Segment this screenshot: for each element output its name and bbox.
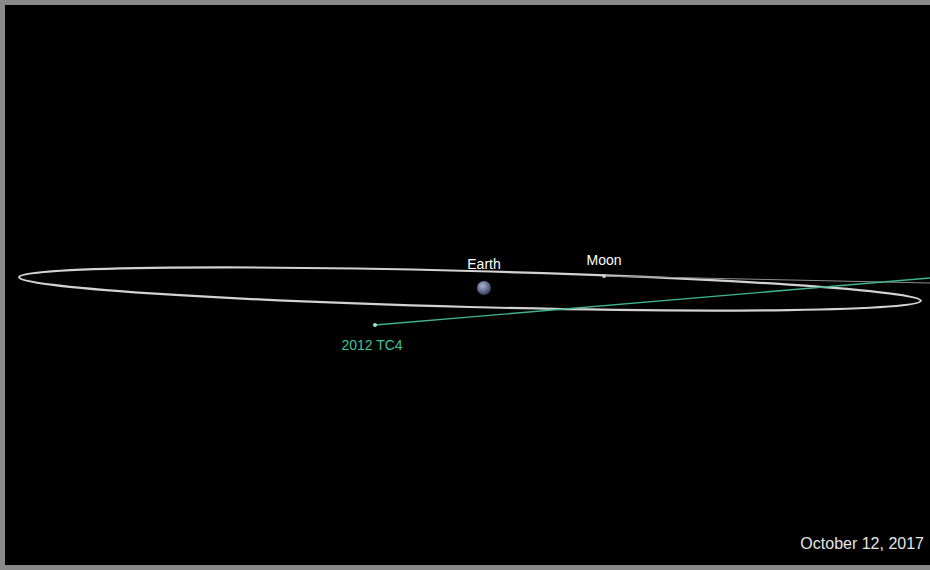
earth-globe [477, 281, 491, 295]
frame-border [3, 3, 930, 568]
moon-dot [602, 274, 606, 278]
asteroid-label: 2012 TC4 [341, 338, 402, 353]
body-label: Moon [586, 253, 621, 268]
date-label: October 12, 2017 [800, 535, 924, 553]
asteroid-dot [373, 323, 377, 327]
body-label: Earth [467, 257, 500, 272]
asteroid-track [375, 278, 930, 325]
